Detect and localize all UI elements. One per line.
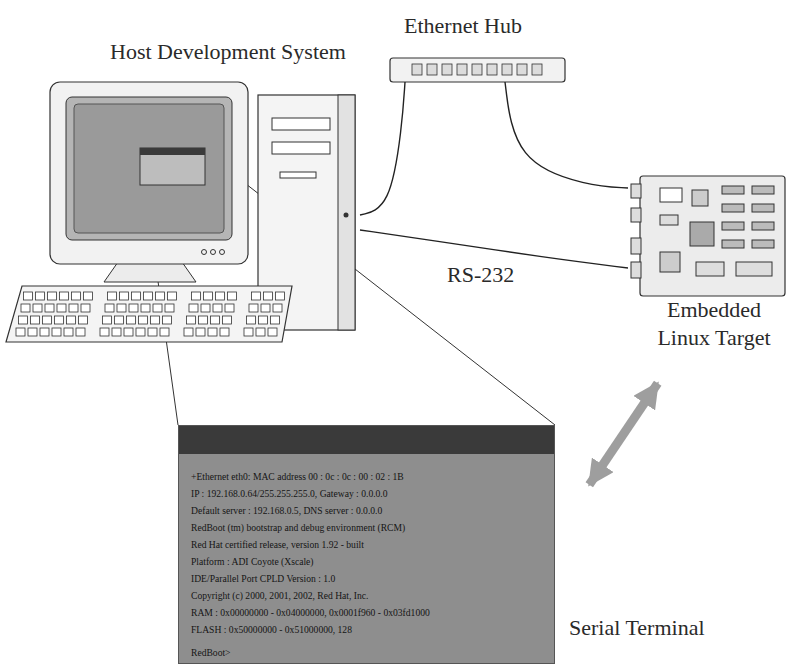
target-title: Embedded Linux Target	[644, 296, 784, 351]
terminal-line: RedBoot (tm) bootstrap and debug environ…	[191, 519, 554, 536]
terminal-title: Serial Terminal	[569, 614, 705, 643]
terminal-line: RAM : 0x00000000 - 0x04000000, 0x0001f96…	[191, 604, 554, 621]
cable	[505, 82, 628, 188]
terminal-line: +Ethernet eth0: MAC address 00 : 0c : 0c…	[191, 468, 554, 485]
hub-box: Ethernet Hub	[390, 58, 565, 82]
host-computer: Host Development System	[5, 80, 360, 342]
terminal-line: IDE/Parallel Port CPLD Version : 1.0	[191, 570, 554, 587]
tower-pc	[258, 95, 355, 330]
terminal-line: Default server : 192.168.0.5, DNS server…	[191, 502, 554, 519]
monitor	[50, 82, 248, 282]
terminal-line: Platform : ADI Coyote (Xscale)	[191, 553, 554, 570]
keyboard	[6, 286, 292, 342]
terminal-line: RedBoot>	[191, 644, 554, 661]
hub-title: Ethernet Hub	[404, 12, 522, 41]
double-arrow	[589, 383, 657, 485]
terminal-line: Copyright (c) 2000, 2001, 2002, Red Hat,…	[191, 587, 554, 604]
target-board: Embedded Linux Target	[628, 172, 790, 355]
terminal-line: IP : 192.168.0.64/255.255.255.0, Gateway…	[191, 485, 554, 502]
system-title: Host Development System	[110, 38, 346, 67]
cable-label: RS-232	[445, 262, 516, 288]
serial-terminal-window: +Ethernet eth0: MAC address 00 : 0c : 0c…	[178, 425, 555, 664]
terminal-line: FLASH : 0x50000000 - 0x51000000, 128	[191, 621, 554, 638]
terminal-line: Red Hat certified release, version 1.92 …	[191, 536, 554, 553]
ethernet-hub	[390, 58, 565, 82]
title-bar	[179, 426, 554, 454]
embedded-board	[631, 176, 785, 296]
cable	[360, 82, 405, 215]
